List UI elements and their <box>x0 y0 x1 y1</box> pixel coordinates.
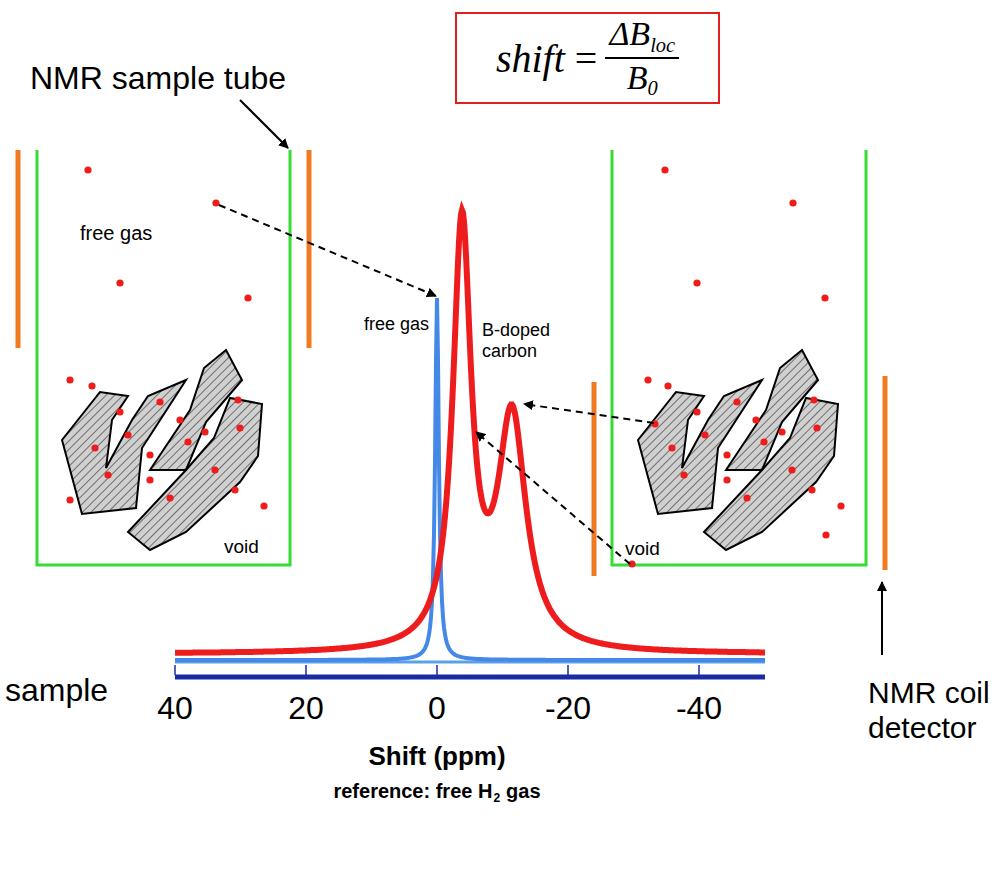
gas-molecule <box>66 376 73 383</box>
gas-molecule <box>668 444 675 451</box>
part-label: NMR sample tube <box>30 60 286 97</box>
gas-molecule <box>91 444 98 451</box>
gas-molecule <box>723 476 730 483</box>
gas-molecule <box>701 431 708 438</box>
gas-molecule <box>788 466 795 473</box>
gas-molecule <box>837 502 844 509</box>
gas-molecule <box>644 376 651 383</box>
part-label: NMR coil detector <box>868 676 998 745</box>
formula-text: shift <box>496 35 565 82</box>
gas-molecule <box>146 476 153 483</box>
carbon-particle <box>726 350 818 470</box>
gas-molecule <box>236 424 243 431</box>
sample-tube-right <box>594 150 885 576</box>
gas-molecule <box>651 420 658 427</box>
gas-molecule <box>184 438 191 445</box>
formula-text: ΔB <box>609 15 650 52</box>
carbon-particle <box>150 350 242 470</box>
peak-label: free gas <box>364 314 429 335</box>
gas-molecule <box>778 428 785 435</box>
gas-molecule <box>813 424 820 431</box>
gas-molecule <box>66 496 73 503</box>
tick-number: 40 <box>157 690 193 727</box>
gas-molecule <box>146 451 153 458</box>
gas-molecule <box>822 531 829 538</box>
gas-molecule <box>166 494 173 501</box>
tick-number: -40 <box>676 690 722 727</box>
region-label: void <box>224 536 259 558</box>
gas-molecule <box>789 199 796 206</box>
tick-number: 20 <box>288 690 324 727</box>
formula-subscript: loc <box>650 34 675 56</box>
region-label: void <box>625 538 660 560</box>
formula-text: = <box>575 35 598 82</box>
formula-text: B <box>627 59 648 96</box>
gas-molecule <box>693 408 700 415</box>
gas-molecule <box>116 279 123 286</box>
formula-subscript: 0 <box>648 77 658 99</box>
reference-text: gas <box>506 780 540 802</box>
gas-molecule <box>124 431 131 438</box>
tick-number: -20 <box>545 690 591 727</box>
gas-molecule <box>234 396 241 403</box>
reference-text: reference: free H <box>333 780 492 802</box>
gas-molecule <box>176 416 183 423</box>
gas-molecule <box>201 428 208 435</box>
gas-molecule <box>244 294 251 301</box>
gas-molecule <box>821 294 828 301</box>
gas-molecule <box>733 398 740 405</box>
gas-molecule <box>743 494 750 501</box>
leader-lines <box>219 100 882 655</box>
peak-label: B-doped carbon <box>482 320 592 361</box>
gas-molecule <box>104 471 111 478</box>
subscript: 2 <box>493 791 500 805</box>
axis <box>175 662 765 677</box>
region-label: free gas <box>80 222 152 245</box>
carbon-spectrum <box>175 210 765 653</box>
gas-molecule <box>231 486 238 493</box>
gas-molecule <box>116 408 123 415</box>
gas-molecule <box>723 451 730 458</box>
denominator: B0 <box>627 59 658 99</box>
gas-molecule <box>752 416 759 423</box>
gas-molecule <box>88 382 95 389</box>
gas-molecule <box>693 279 700 286</box>
reference-note: reference: free H2 gas <box>333 780 540 805</box>
gas-molecule <box>810 396 817 403</box>
numerator: ΔBloc <box>605 17 679 59</box>
axis-label: sample <box>5 672 108 709</box>
axis-title: Shift (ppm) <box>368 742 505 772</box>
sample-tube-left <box>18 150 309 565</box>
gas-molecule <box>211 466 218 473</box>
gas-molecule <box>84 166 91 173</box>
gas-molecule <box>760 438 767 445</box>
gas-molecule <box>808 486 815 493</box>
gas-molecule <box>664 382 671 389</box>
gas-molecule <box>680 471 687 478</box>
fraction: ΔBlocB0 <box>605 17 679 98</box>
tick-number: 0 <box>428 690 446 727</box>
formula-box: shift=ΔBlocB0 <box>455 12 720 104</box>
gas-molecule <box>212 199 219 206</box>
gas-molecule <box>260 502 267 509</box>
gas-molecule <box>661 166 668 173</box>
gas-molecule <box>156 398 163 405</box>
